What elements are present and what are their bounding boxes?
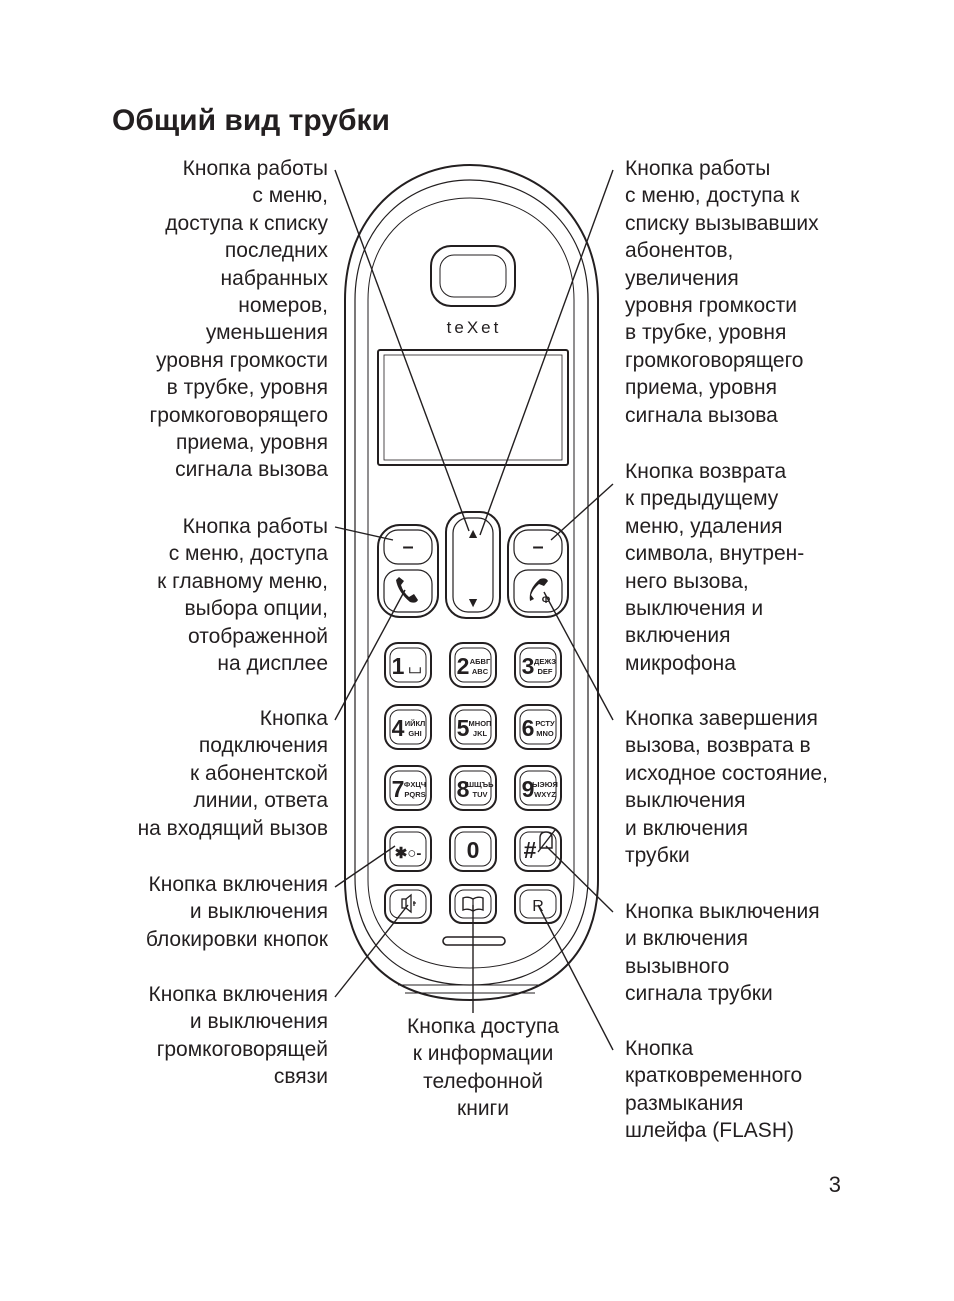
keypad-key[interactable] [384, 704, 432, 750]
end-handset-icon [529, 578, 548, 601]
keypad-key-inner [519, 647, 557, 683]
keypad-key[interactable] [384, 826, 432, 872]
speaker-key[interactable] [384, 884, 432, 924]
keypad-letters-latin: ABC [472, 667, 489, 676]
keypad-letters-latin: WXYZ [534, 790, 556, 799]
display-screen [377, 349, 569, 466]
keypad-digit: ✱○- [395, 845, 422, 862]
call-key[interactable] [383, 569, 433, 613]
keypad-letters-cyrillic: ДЕЖЗ [534, 657, 556, 666]
keypad-key-inner [454, 647, 492, 683]
label-back-button: Кнопка возврата к предыдущему меню, удал… [625, 460, 805, 675]
left-key-housing [377, 524, 439, 618]
left-soft-key-symbol: – [402, 536, 413, 558]
flash-key-inner [519, 889, 557, 919]
callout-lines [334, 169, 614, 1051]
keypad-key-inner [519, 709, 557, 745]
keypad-key-inner [519, 831, 557, 867]
label-speaker-button: Кнопка включения и выключения громкогово… [148, 983, 328, 1089]
brand-logo: teXet [447, 318, 502, 337]
label-end-button: Кнопка завершения вызова, возврата в исх… [625, 707, 828, 868]
keypad-digit: 1 [392, 653, 405, 679]
keypad-digit: 5 [457, 715, 470, 741]
keypad-key[interactable] [514, 826, 562, 872]
keypad-digit: 2 [457, 653, 470, 679]
call-handset-icon [396, 577, 418, 603]
keypad-key[interactable] [449, 704, 497, 750]
keypad-key-inner [454, 770, 492, 806]
keypad-key[interactable] [384, 765, 432, 811]
keypad-digit: 4 [392, 715, 405, 741]
keypad-key[interactable] [384, 642, 432, 688]
handset-outline-outer [344, 163, 599, 1002]
keypad-digit: # [524, 837, 537, 863]
right-soft-key-symbol: – [532, 536, 543, 558]
keypad-letters-latin: DEF [538, 667, 553, 676]
keypad-key-inner [519, 770, 557, 806]
right-soft-key[interactable] [513, 529, 563, 565]
label-phonebook-button: Кнопка доступа к информации телефонной к… [407, 1015, 559, 1121]
right-key-housing [507, 524, 569, 618]
keypad-letters-latin: JKL [473, 729, 488, 738]
keypad-key-inner [389, 770, 427, 806]
label-keylock-button: Кнопка включения и выключения блокировки… [145, 873, 328, 951]
keypad-key[interactable] [449, 765, 497, 811]
keypad-key[interactable] [449, 642, 497, 688]
keypad-digit: 9 [522, 776, 535, 802]
speaker-icon [401, 893, 416, 914]
handset-outline-inner [354, 179, 589, 986]
bell-off-icon [537, 829, 556, 853]
page-title: Общий вид трубки [112, 104, 390, 137]
label-menu-left-top: Кнопка работы с меню, доступа к списку п… [149, 157, 328, 482]
keypad-key[interactable] [514, 765, 562, 811]
keypad-key-inner [454, 709, 492, 745]
keypad-key-inner [389, 709, 427, 745]
keypad-letters-latin: MNO [536, 729, 554, 738]
left-soft-key[interactable] [383, 529, 433, 565]
keypad-letters-latin: ⌴ [409, 660, 422, 677]
handset-front-panel [367, 197, 575, 969]
keypad-key[interactable] [514, 704, 562, 750]
keypad-key[interactable] [449, 826, 497, 872]
label-menu-right-top: Кнопка работы с меню, доступа к списку в… [625, 157, 819, 427]
nav-key[interactable] [452, 517, 494, 613]
keypad-letters-latin: GHI [408, 729, 421, 738]
keypad-digit: 7 [392, 776, 405, 802]
keypad-letters-cyrillic: ЫЭЮЯ [532, 780, 558, 789]
power-symbol: Ф [542, 595, 551, 606]
nav-key-housing [445, 511, 501, 619]
keypad-key-inner [454, 831, 492, 867]
keypad-letters-cyrillic: ШЩЪЬ [466, 780, 494, 789]
keypad-letters-cyrillic: МНОП [469, 719, 492, 728]
keypad-letters-cyrillic: РСТУ [535, 719, 555, 728]
display-inner [383, 354, 563, 461]
end-key[interactable] [513, 569, 563, 613]
keypad-letters-cyrillic: ФХЦЧ [404, 780, 426, 789]
nav-down-arrow[interactable]: ▼ [466, 594, 480, 610]
page-number: 3 [828, 1172, 841, 1197]
label-ringer-button: Кнопка выключения и включения вызывного … [625, 900, 820, 1006]
keypad-letters-latin: PQRS [404, 790, 425, 799]
label-menu-left-soft: Кнопка работы с меню, доступа к главному… [157, 515, 328, 676]
keypad-letters-cyrillic: АБВГ [470, 657, 491, 666]
keypad-key[interactable] [514, 642, 562, 688]
keypad-key-inner [389, 647, 427, 683]
earpiece-inner [439, 254, 507, 298]
keypad-digit: 0 [467, 837, 480, 863]
keypad-digit: 8 [457, 776, 470, 802]
flash-key[interactable] [514, 884, 562, 924]
microphone-slot [442, 936, 506, 946]
speaker-key-inner [389, 889, 427, 919]
keypad-letters-latin: TUV [473, 790, 488, 799]
nav-up-arrow[interactable]: ▲ [466, 525, 480, 541]
label-call-button: Кнопка подключения к абонентской линии, … [137, 707, 328, 840]
earpiece [430, 245, 516, 307]
keypad-digit: 3 [522, 653, 535, 679]
label-flash-button: Кнопка кратковременного размыкания шлейф… [625, 1037, 803, 1143]
keypad-digit: 6 [522, 715, 535, 741]
keypad-letters-cyrillic: ИЙКЛ [405, 719, 426, 728]
